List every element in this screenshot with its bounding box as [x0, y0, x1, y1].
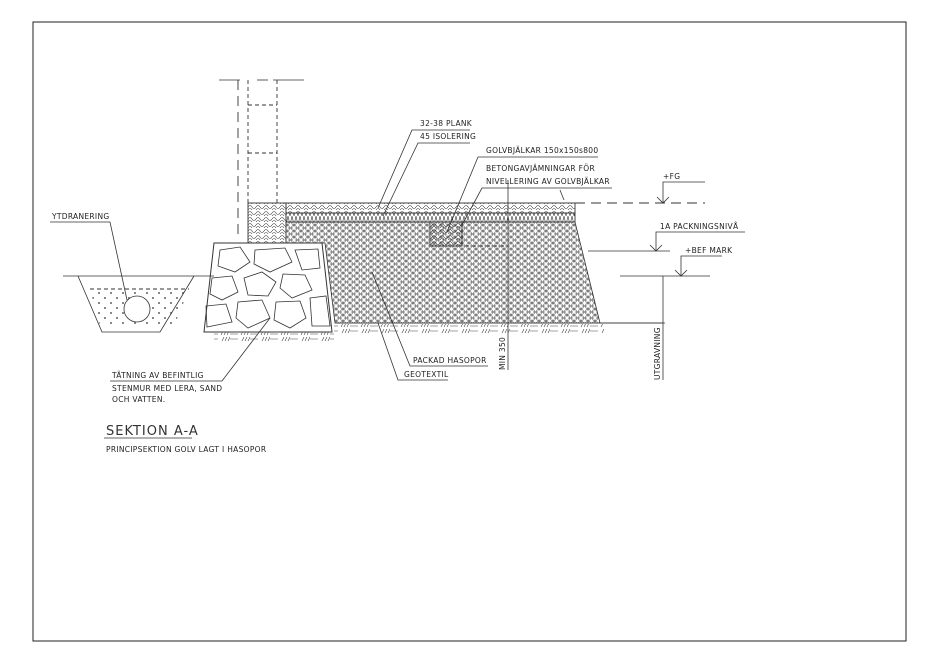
insulation-layer: [285, 212, 576, 223]
floor-joist: [429, 221, 463, 247]
ground-hatch: [214, 332, 334, 341]
section-title: SEKTION A-A: [106, 424, 199, 439]
label-geotextil: GEOTEXTIL: [404, 370, 449, 379]
label-fg: +FG: [663, 172, 680, 181]
label-betong-line1: BETONGAVJÄMNINGAR FÖR: [486, 164, 595, 173]
label-packningsniva: 1A PACKNINGSNIVÅ: [660, 222, 739, 231]
drain-pipe: [123, 295, 151, 323]
label-packad-hasopor: PACKAD HASOPOR: [413, 356, 487, 365]
label-tatning-line1: TÄTNING AV BEFINTLIG: [111, 371, 204, 380]
drainage-ditch: [63, 275, 214, 333]
label-golvbjalkar: GOLVBJÄLKAR 150x150s800: [486, 146, 598, 155]
label-plank: 32-38 PLANK: [420, 119, 473, 128]
label-betong-line2: NIVELLERING AV GOLVBJÄLKAR: [486, 177, 610, 186]
level-markers: [575, 181, 745, 380]
leader-lines: [50, 129, 612, 382]
label-tatning-line2: STENMUR MED LERA, SAND: [112, 384, 222, 393]
label-utgravning: UTGRAVNING: [653, 327, 662, 380]
sill-beam: [247, 202, 287, 244]
drawing-frame: [32, 21, 907, 642]
label-isolering: 45 ISOLERING: [420, 132, 476, 141]
ground-hatch: [334, 324, 604, 333]
label-min-350: MIN 350: [498, 337, 507, 370]
label-tatning-line3: OCH VATTEN.: [112, 395, 165, 404]
wall-column: [219, 79, 304, 240]
plank-layer: [285, 202, 576, 214]
section-subtitle: PRINCIPSEKTION GOLV LAGT I HASOPOR: [106, 445, 266, 454]
label-ytdranering: YTDRANERING: [51, 212, 109, 221]
label-bef-mark: +BEF MARK: [685, 246, 733, 255]
stone-wall: [203, 242, 333, 333]
